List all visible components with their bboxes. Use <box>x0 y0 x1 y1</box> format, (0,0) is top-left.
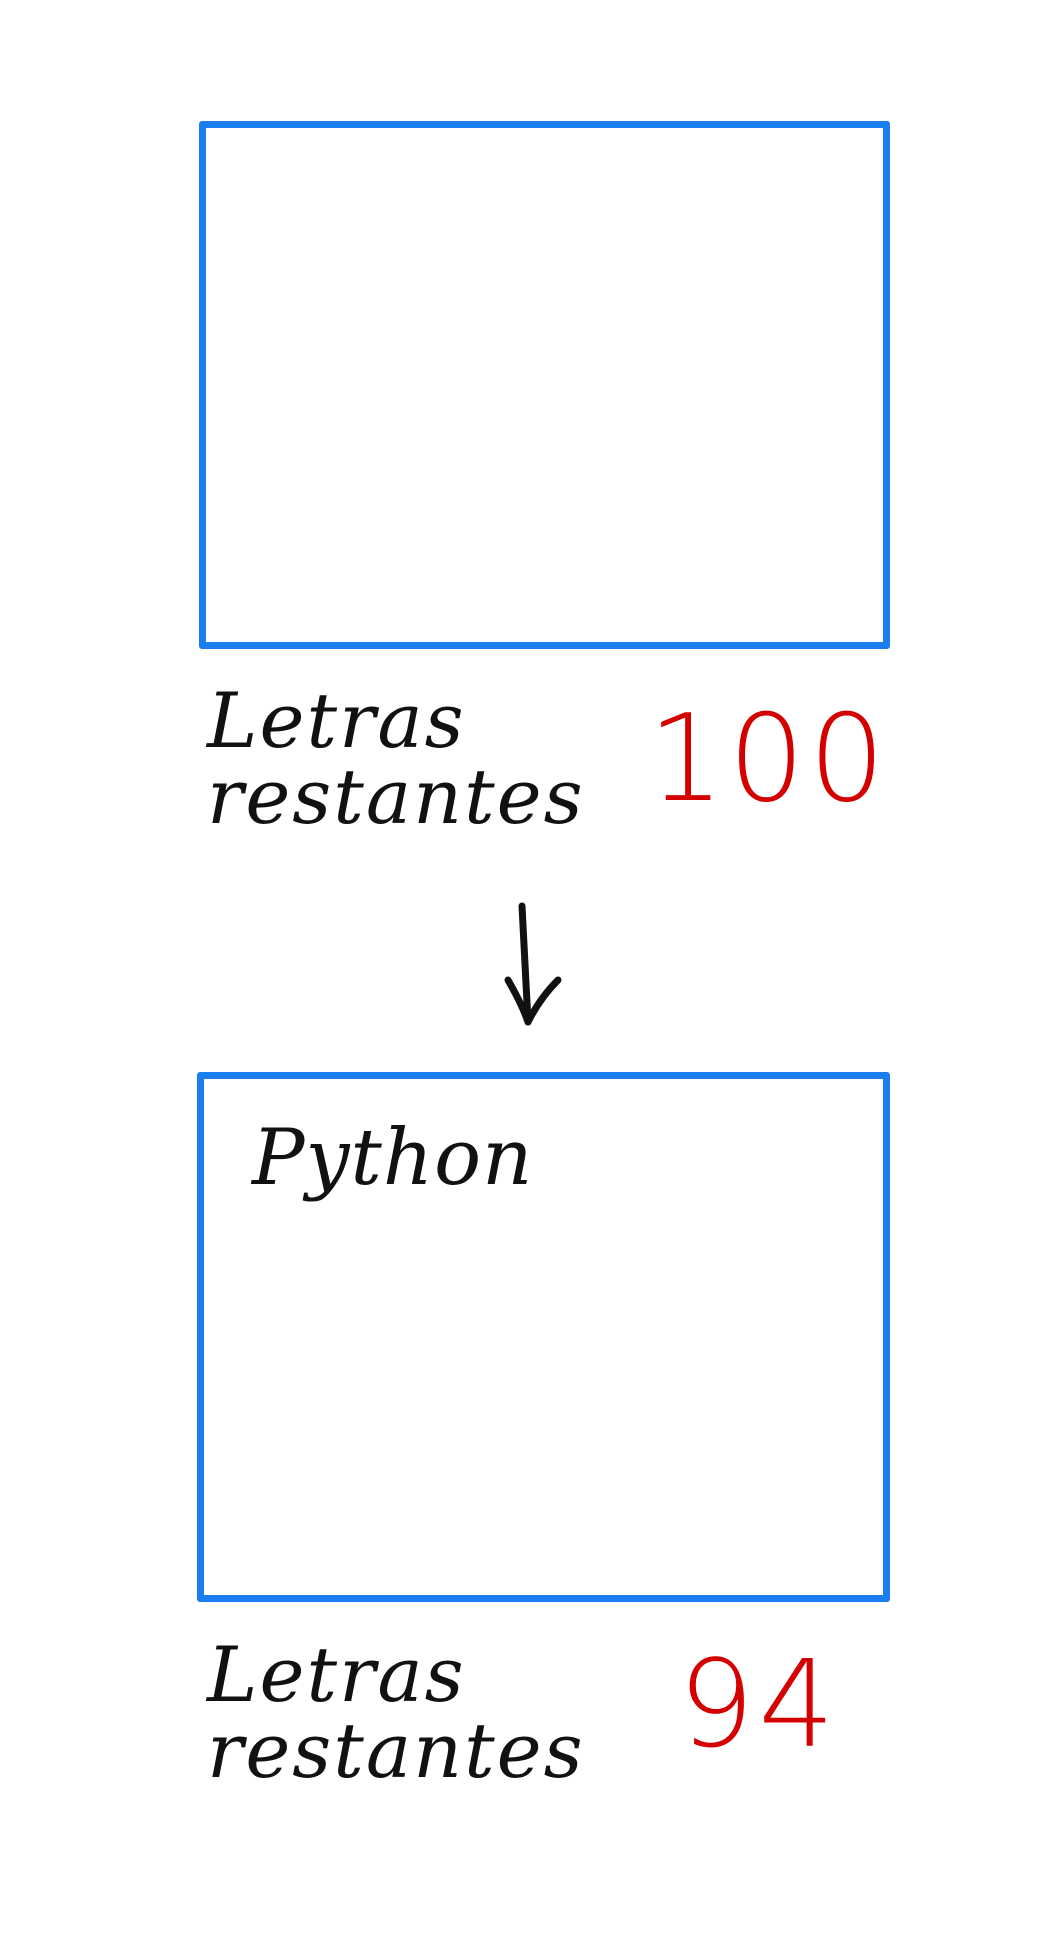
text-input-box-empty[interactable] <box>199 121 890 649</box>
remaining-letters-label: Letras restantes <box>207 676 585 841</box>
arrow-down-icon <box>504 902 562 1026</box>
input-text: Python <box>252 1113 534 1203</box>
remaining-letters-count: 94 <box>678 1636 839 1775</box>
text-input-box-filled[interactable]: Python <box>197 1072 890 1602</box>
remaining-letters-count: 100 <box>648 690 890 829</box>
remaining-letters-label: Letras restantes <box>207 1630 585 1795</box>
